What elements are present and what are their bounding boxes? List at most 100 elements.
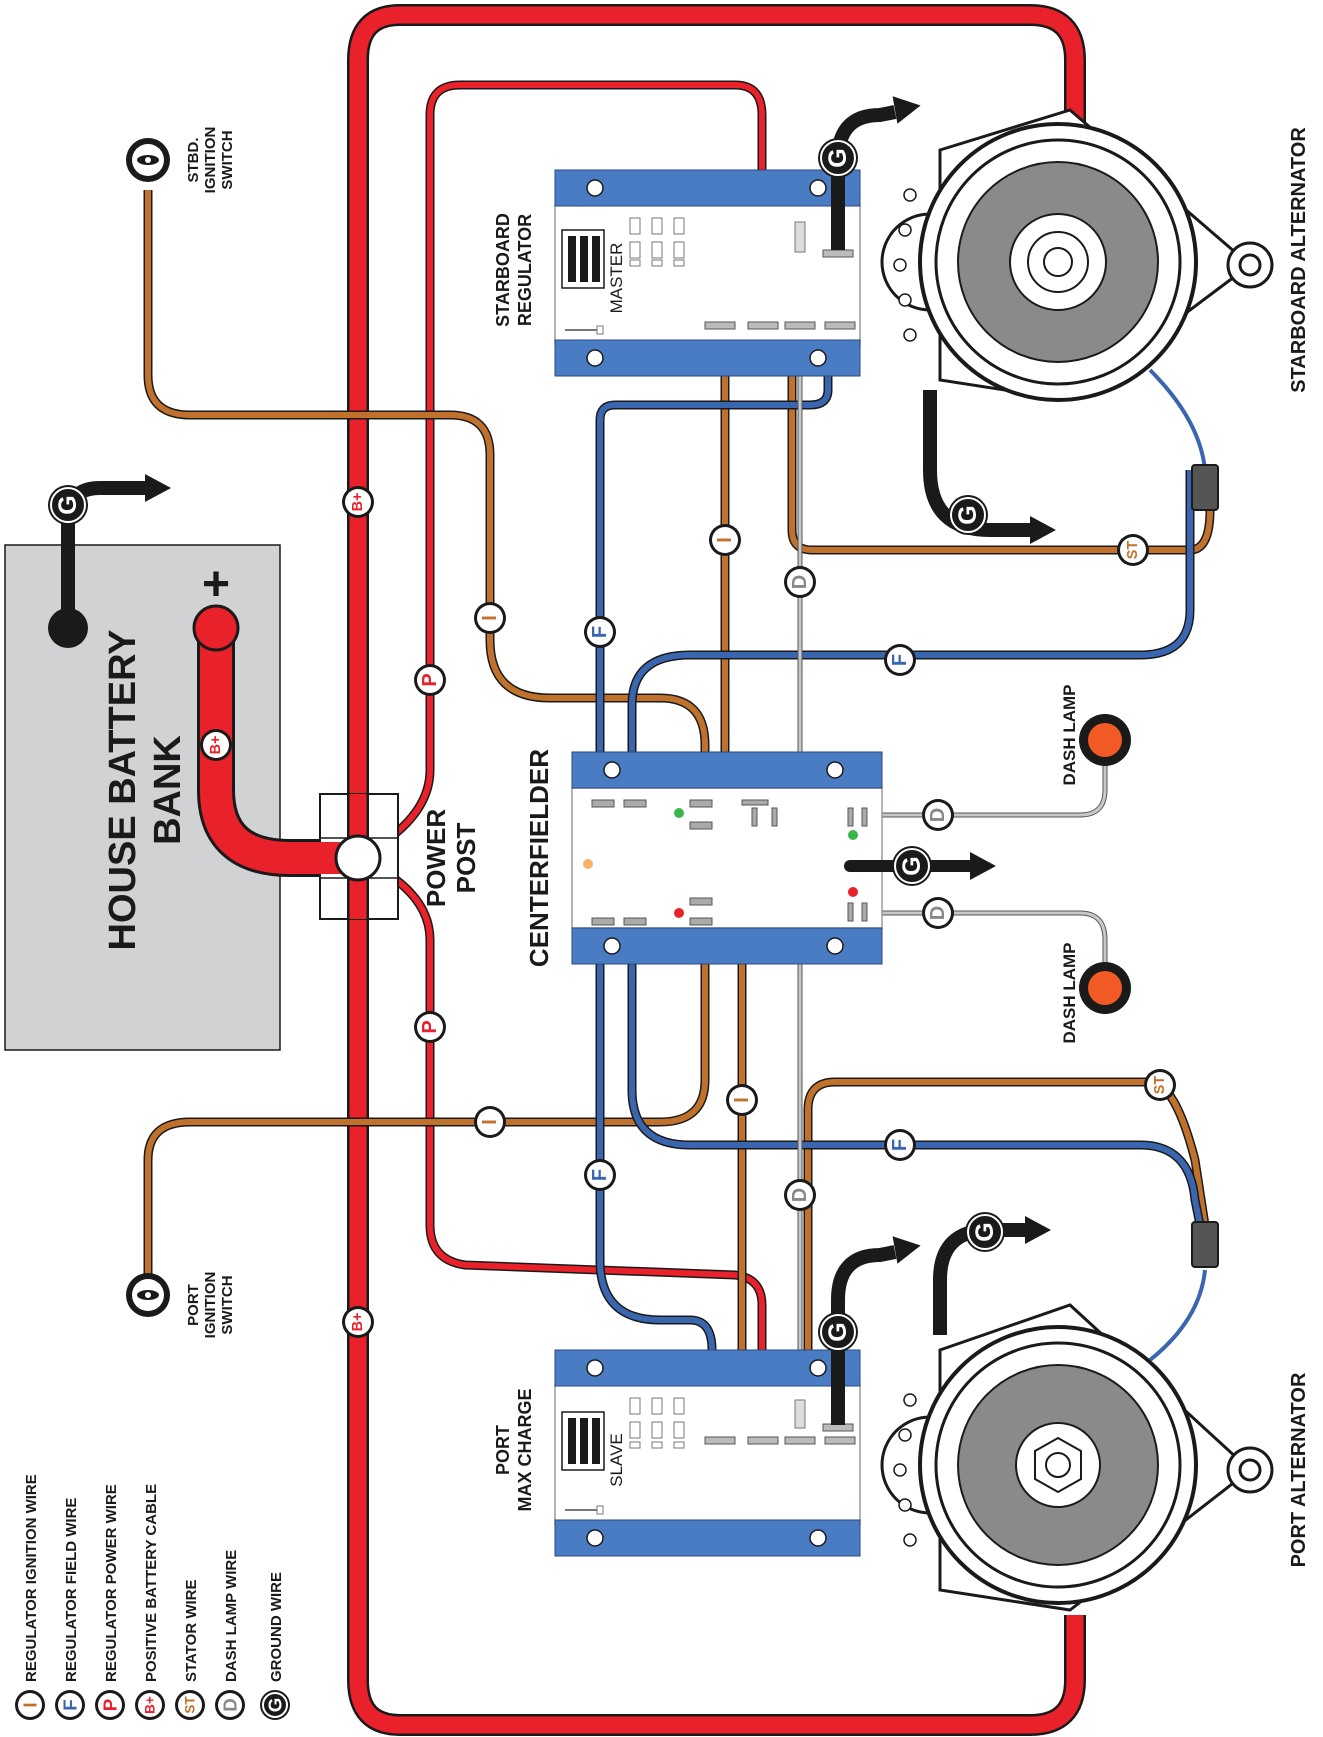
centerfielder-label: CENTERFIELDER [524, 749, 554, 967]
f-badge-stbd-regulator-letter: F [589, 626, 611, 638]
port-alternator [880, 1303, 1274, 1612]
d-badge-port-letter: D [789, 1188, 811, 1202]
legend-text-bplus: POSITIVE BATTERY CABLE [143, 1484, 160, 1682]
port-regulator-ground-wire [831, 1245, 897, 1425]
port-regulator-mode: SLAVE [607, 1433, 626, 1487]
d-badge-bottom-lamp-letter: D [927, 906, 949, 920]
d-badge-port: D [784, 1179, 816, 1211]
legend-badge-g: G [260, 1690, 290, 1720]
g-badge-port-regulator: G [818, 1312, 858, 1352]
b-plus-badge-bottom: B+ [342, 1306, 374, 1338]
f-badge-port-alternator-letter: F [889, 1139, 911, 1151]
i-badge-port-switch-letter: I [479, 1119, 501, 1125]
f-badge-port-regulator: F [584, 1159, 616, 1191]
port-switch-label-line2: IGNITION [202, 1272, 219, 1339]
f-badge-port-regulator-letter: F [589, 1169, 611, 1181]
battery-plus-sign: + [202, 558, 230, 611]
legend-badge-p-letter: P [100, 1699, 121, 1712]
i-badge-stbd-switch-letter: I [479, 615, 501, 621]
g-badge-centerfielder-letter: G [898, 856, 926, 875]
g-badge-stbd-regulator: G [818, 138, 858, 178]
power-post-stud [334, 834, 382, 882]
stbd-alternator-connector [1191, 464, 1219, 511]
g-badge-port-alternator: G [965, 1212, 1005, 1252]
legend-badge-p: P [95, 1690, 125, 1720]
i-badge-stbd-regulator-letter: I [714, 537, 736, 543]
i-badge-stbd-regulator: I [709, 524, 741, 556]
stbd-regulator-label-line1: STARBOARD [493, 213, 513, 327]
port-regulator [554, 1349, 861, 1557]
st-badge-starboard-letter: ST [1125, 541, 1141, 560]
legend-text-i: REGULATOR IGNITION WIRE [23, 1474, 40, 1682]
d-badge-bottom-lamp: D [922, 897, 954, 929]
stbd-switch-label-line2: IGNITION [202, 127, 219, 194]
stbd-switch-label-line3: SWITCH [219, 130, 236, 189]
power-post-label-line2: POST [451, 822, 481, 893]
d-badge-starboard: D [784, 566, 816, 598]
starboard-alternator [880, 108, 1274, 402]
legend-badge-f-letter: F [60, 1699, 81, 1710]
stbd-switch-label-line1: STBD. [185, 138, 202, 183]
st-badge-starboard: ST [1117, 534, 1149, 566]
stbd-alternator-label: STARBOARD ALTERNATOR [1288, 127, 1310, 393]
f-badge-port-alternator: F [884, 1129, 916, 1161]
battery-label-line1: HOUSE BATTERY [102, 630, 144, 951]
dash-lamp-bottom-label: DASH LAMP [1060, 942, 1079, 1043]
legend-badge-i-letter: I [20, 1702, 41, 1707]
port-switch-label-line3: SWITCH [219, 1275, 236, 1334]
b-plus-badge-top-letter: B+ [350, 493, 366, 512]
legend-badge-bplus: B+ [135, 1690, 165, 1720]
legend-text-st: STATOR WIRE [183, 1580, 200, 1683]
legend-badge-st: ST [175, 1690, 205, 1720]
i-badge-port-switch: I [474, 1106, 506, 1138]
legend-badge-g-letter: G [265, 1698, 286, 1713]
stbd-regulator-mode: MASTER [607, 243, 626, 314]
g-badge-stbd-regulator-letter: G [824, 148, 852, 167]
stbd-alternator-ground-wire [923, 390, 1030, 537]
legend-badge-f: F [55, 1690, 85, 1720]
f-badge-stbd-alternator-letter: F [889, 654, 911, 666]
g-badge-stbd-alternator: G [948, 495, 988, 535]
battery-label-line2: BANK [147, 735, 189, 845]
port-switch-label-line1: PORT [185, 1284, 202, 1326]
legend-text-p: REGULATOR POWER WIRE [103, 1484, 120, 1682]
port-ignition-switch [126, 1273, 170, 1317]
g-badge-stbd-alternator-letter: G [954, 505, 982, 524]
legend-badge-bplus-letter: B+ [143, 1696, 158, 1714]
b-plus-badge-battery: B+ [200, 729, 232, 761]
d-badge-top-lamp-letter: D [927, 808, 949, 822]
p-badge-bottom: P [414, 1011, 446, 1043]
g-badge-centerfielder: G [892, 846, 932, 886]
port-regulator-label-line2: MAX CHARGE [515, 1388, 535, 1511]
d-badge-top-lamp: D [922, 799, 954, 831]
g-badge-port-regulator-letter: G [824, 1322, 852, 1341]
i-badge-port-regulator: I [726, 1084, 758, 1116]
d-badge-starboard-letter: D [789, 575, 811, 589]
p-badge-bottom-letter: P [419, 1020, 441, 1033]
dash-lamp-top-label: DASH LAMP [1060, 684, 1079, 785]
power-post-label-line1: POWER [421, 809, 451, 907]
legend-text-g: GROUND WIRE [268, 1572, 285, 1682]
starboard-regulator [554, 169, 861, 377]
port-alternator-label: PORT ALTERNATOR [1288, 1372, 1310, 1567]
p-badge-top-letter: P [419, 673, 441, 686]
stbd-regulator-label-line2: REGULATOR [515, 214, 535, 326]
battery-positive-post [192, 604, 240, 652]
f-badge-stbd-regulator: F [584, 616, 616, 648]
g-badge-battery-letter: G [54, 495, 82, 514]
stbd-ignition-switch [126, 138, 170, 182]
g-badge-port-alternator-letter: G [971, 1222, 999, 1241]
legend-badge-d: D [215, 1690, 245, 1720]
port-alternator-connector [1191, 1221, 1219, 1268]
battery-ground-post [48, 608, 88, 648]
i-badge-port-regulator-letter: I [731, 1097, 753, 1103]
centerfielder-module [571, 751, 883, 965]
legend-badge-d-letter: D [220, 1698, 241, 1712]
b-plus-badge-battery-letter: B+ [208, 736, 224, 755]
legend-text-d: DASH LAMP WIRE [223, 1550, 240, 1682]
legend-badge-i: I [15, 1690, 45, 1720]
port-regulator-label-line1: PORT [493, 1425, 513, 1475]
